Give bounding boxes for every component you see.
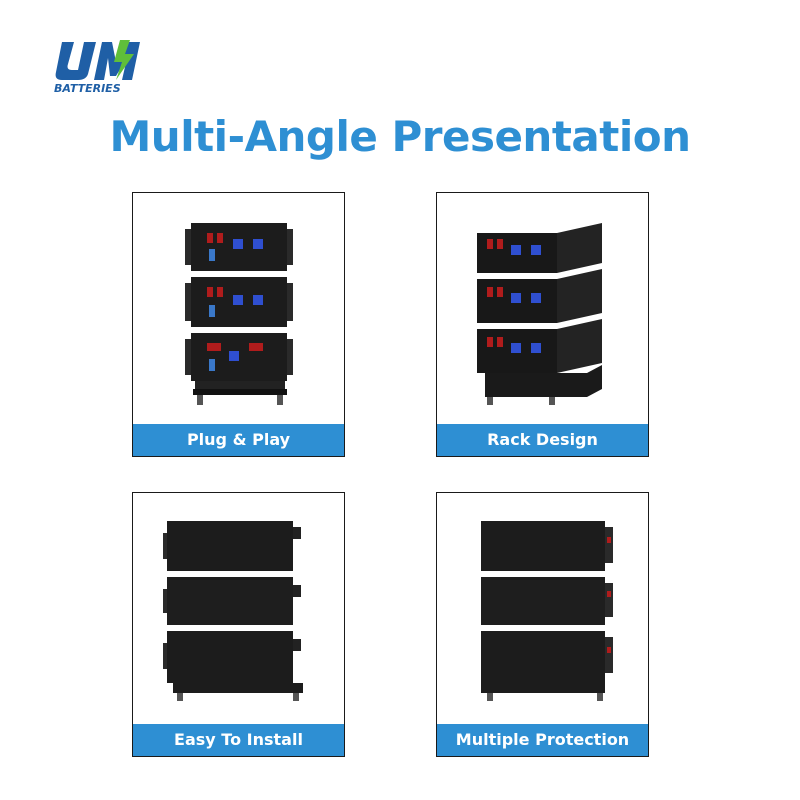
- card-easy-to-install: Easy To Install: [132, 492, 345, 757]
- front-view-battery-stack-image: [133, 193, 344, 425]
- battery-module-3: [481, 631, 613, 681]
- card-caption: Easy To Install: [133, 724, 344, 756]
- battery-module-1: [481, 521, 613, 571]
- battery-module-3: [185, 333, 293, 381]
- battery-module-2: [185, 277, 293, 327]
- page-title: Multi-Angle Presentation: [109, 112, 691, 161]
- battery-module-1: [185, 223, 293, 271]
- svg-text:BATTERIES: BATTERIES: [54, 82, 121, 95]
- rear-angled-view-battery-stack-image: [437, 493, 648, 725]
- battery-module-3: [477, 319, 602, 373]
- card-caption: Multiple Protection: [437, 724, 648, 756]
- battery-module-2: [477, 269, 602, 323]
- battery-module-2: [481, 577, 613, 625]
- angled-front-view-battery-stack-image: [437, 193, 648, 425]
- battery-module-2: [163, 577, 301, 625]
- side-view-battery-stack-image: [133, 493, 344, 725]
- battery-module-3: [163, 631, 301, 683]
- battery-module-1: [163, 521, 301, 571]
- battery-module-1: [477, 223, 602, 273]
- card-caption: Plug & Play: [133, 424, 344, 456]
- card-plug-and-play: Plug & Play: [132, 192, 345, 457]
- um-batteries-logo-icon: BATTERIES: [54, 40, 140, 95]
- card-caption: Rack Design: [437, 424, 648, 456]
- card-multiple-protection: Multiple Protection: [436, 492, 649, 757]
- card-rack-design: Rack Design: [436, 192, 649, 457]
- brand-logo: BATTERIES: [50, 38, 150, 96]
